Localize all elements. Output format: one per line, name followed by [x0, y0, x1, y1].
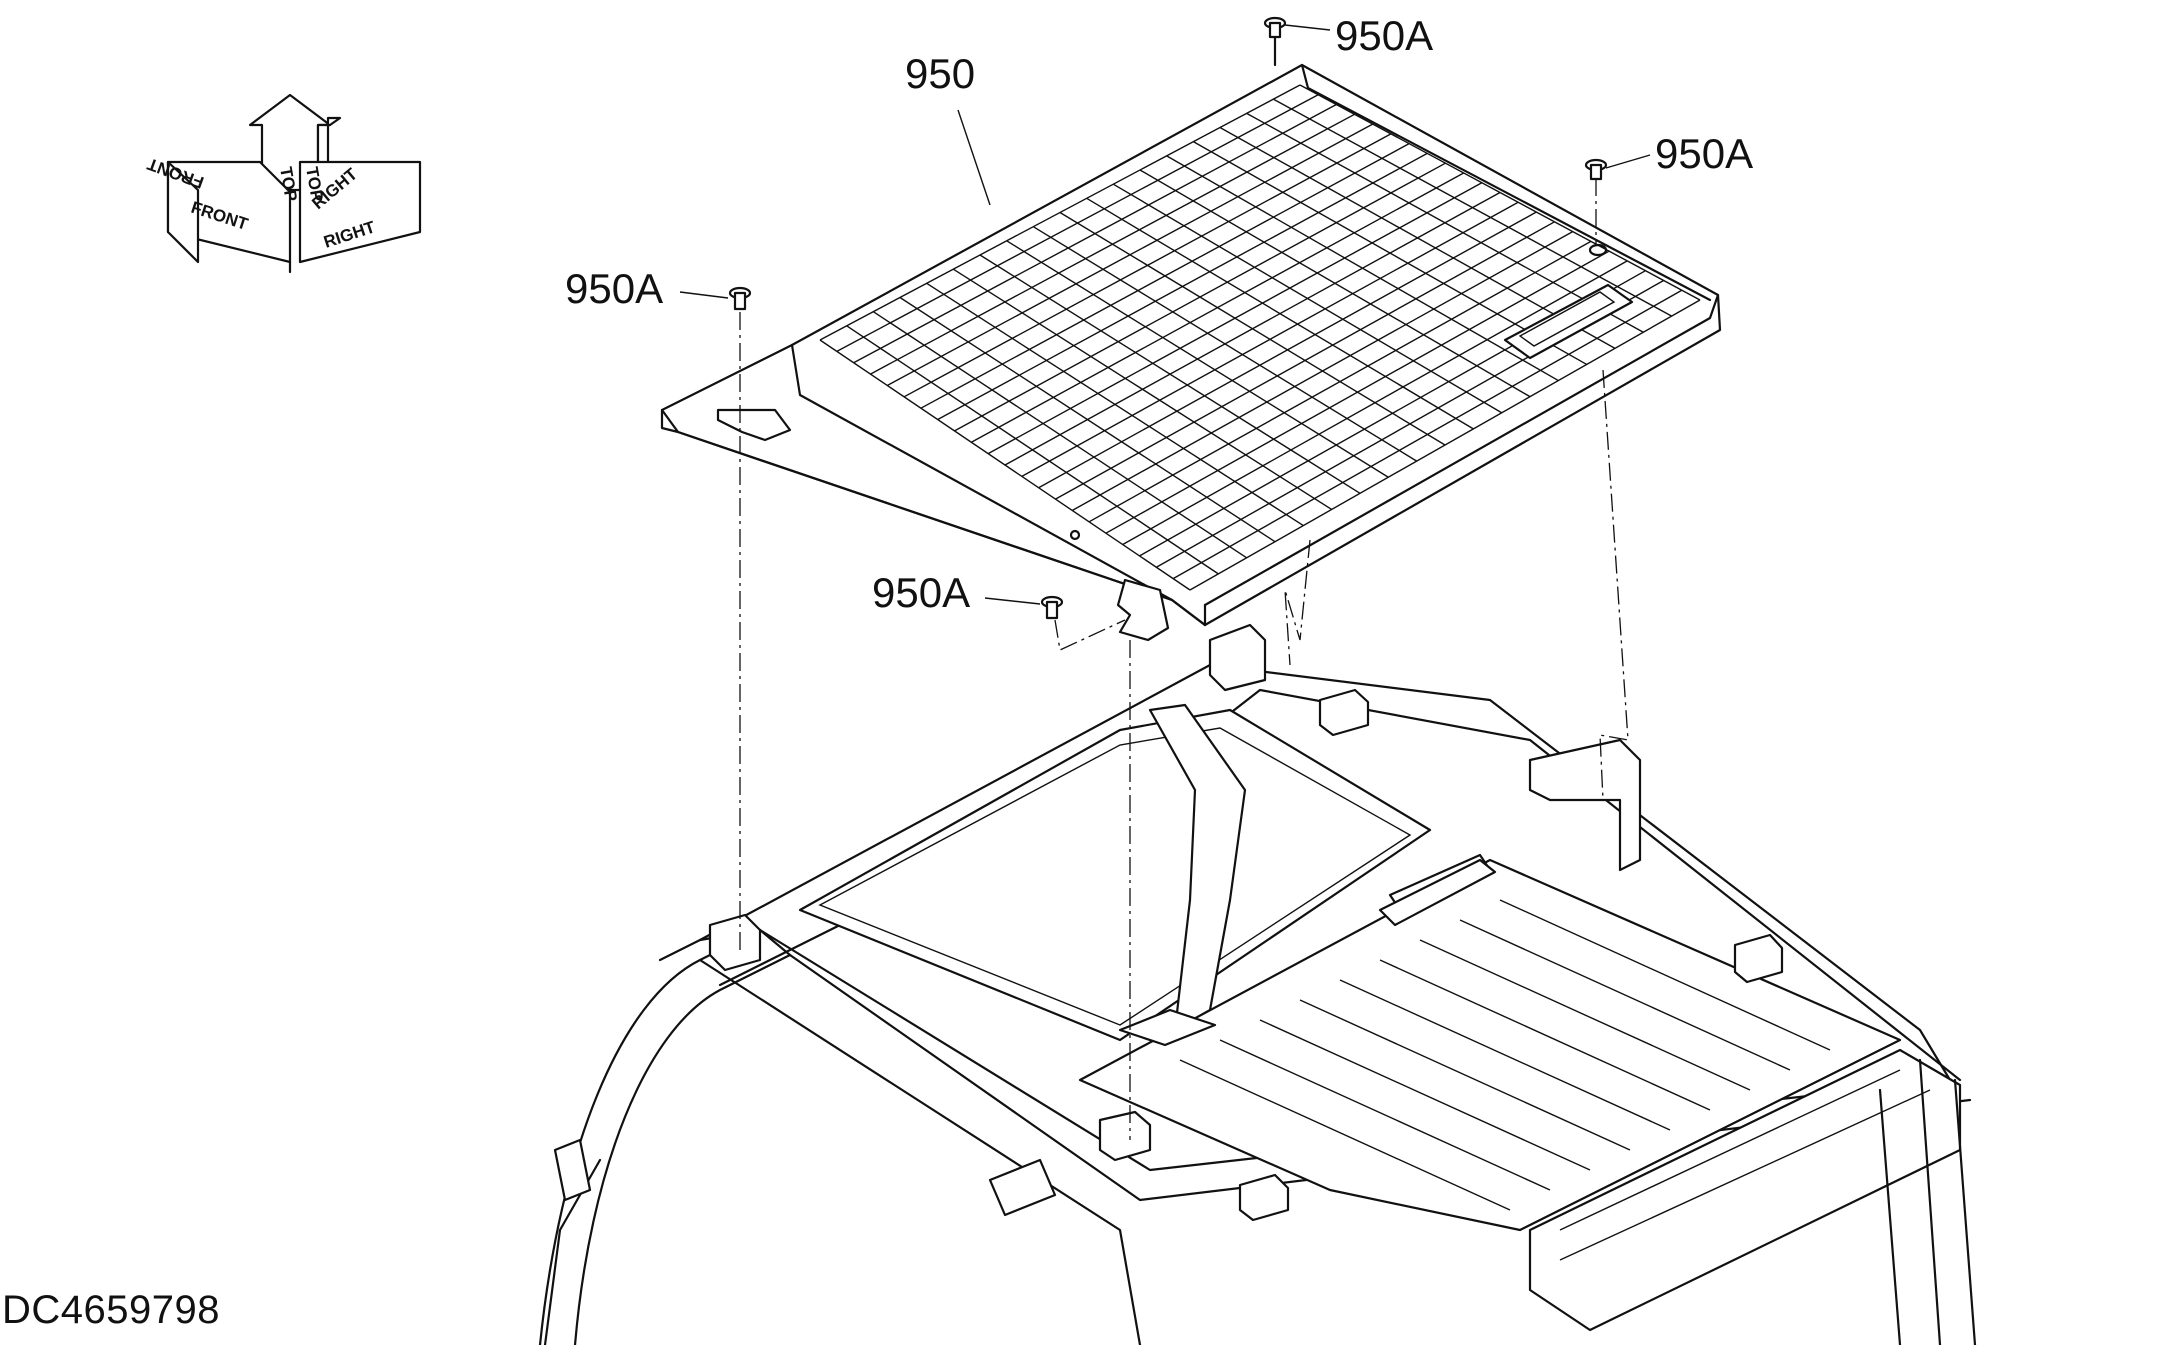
- bolt-icon: [1040, 595, 1064, 620]
- bolt-icon: [728, 286, 752, 311]
- mesh-wire: [819, 339, 1191, 591]
- orientation-indicator: FRONT FRONT TOP TOP RIGHT RIGHT: [144, 93, 422, 274]
- roof-ribs: [1179, 899, 1831, 1211]
- mesh-wire: [1246, 112, 1644, 333]
- roof-rib: [1299, 999, 1631, 1151]
- mesh-wire: [979, 254, 1361, 494]
- alignment-centerlines: [739, 178, 1629, 1140]
- callout-950a-mid: 950A: [872, 569, 970, 616]
- roof-rib: [1339, 979, 1671, 1131]
- mesh-wire: [1139, 169, 1531, 398]
- bolt-icon: [1263, 16, 1287, 67]
- roof-rib: [1419, 939, 1751, 1091]
- bolt-icon: [1584, 158, 1608, 181]
- cab-frame: [538, 623, 1977, 1345]
- document-id: DC4659798: [2, 1288, 220, 1332]
- callout-950a-top: 950A: [1335, 12, 1433, 59]
- mesh-wire: [846, 325, 1219, 575]
- mesh-wire: [872, 311, 1248, 559]
- mesh-wire: [1032, 226, 1418, 462]
- mesh-wire: [899, 296, 1276, 543]
- cab-mount-brackets: [708, 623, 1784, 1222]
- leader-lines: [679, 24, 1651, 605]
- roof-rib: [1499, 899, 1831, 1051]
- mesh-wire: [952, 268, 1333, 511]
- grille-mesh: [819, 84, 1701, 591]
- roof-rib: [1219, 1039, 1551, 1191]
- fastener-950a-set: [728, 16, 1608, 620]
- mesh-wire: [1006, 240, 1389, 478]
- guard-grille-950: [660, 63, 1722, 642]
- mesh-wire: [1219, 126, 1616, 349]
- mesh-wire: [1299, 84, 1701, 301]
- mesh-wire: [1192, 141, 1588, 366]
- callout-950: 950: [905, 50, 975, 97]
- mesh-wire: [926, 282, 1304, 527]
- mesh-wire: [1086, 197, 1474, 430]
- mesh-wire: [1059, 211, 1446, 446]
- mesh-wire: [1166, 155, 1559, 382]
- roof-rib: [1379, 959, 1711, 1111]
- mesh-wire: [1112, 183, 1503, 414]
- roof-rib: [1179, 1059, 1511, 1211]
- roof-rib: [1259, 1019, 1591, 1171]
- roof-rib: [1459, 919, 1791, 1071]
- callout-950a-left: 950A: [565, 265, 663, 312]
- mesh-wire: [1272, 98, 1673, 317]
- callout-950a-right: 950A: [1655, 130, 1753, 177]
